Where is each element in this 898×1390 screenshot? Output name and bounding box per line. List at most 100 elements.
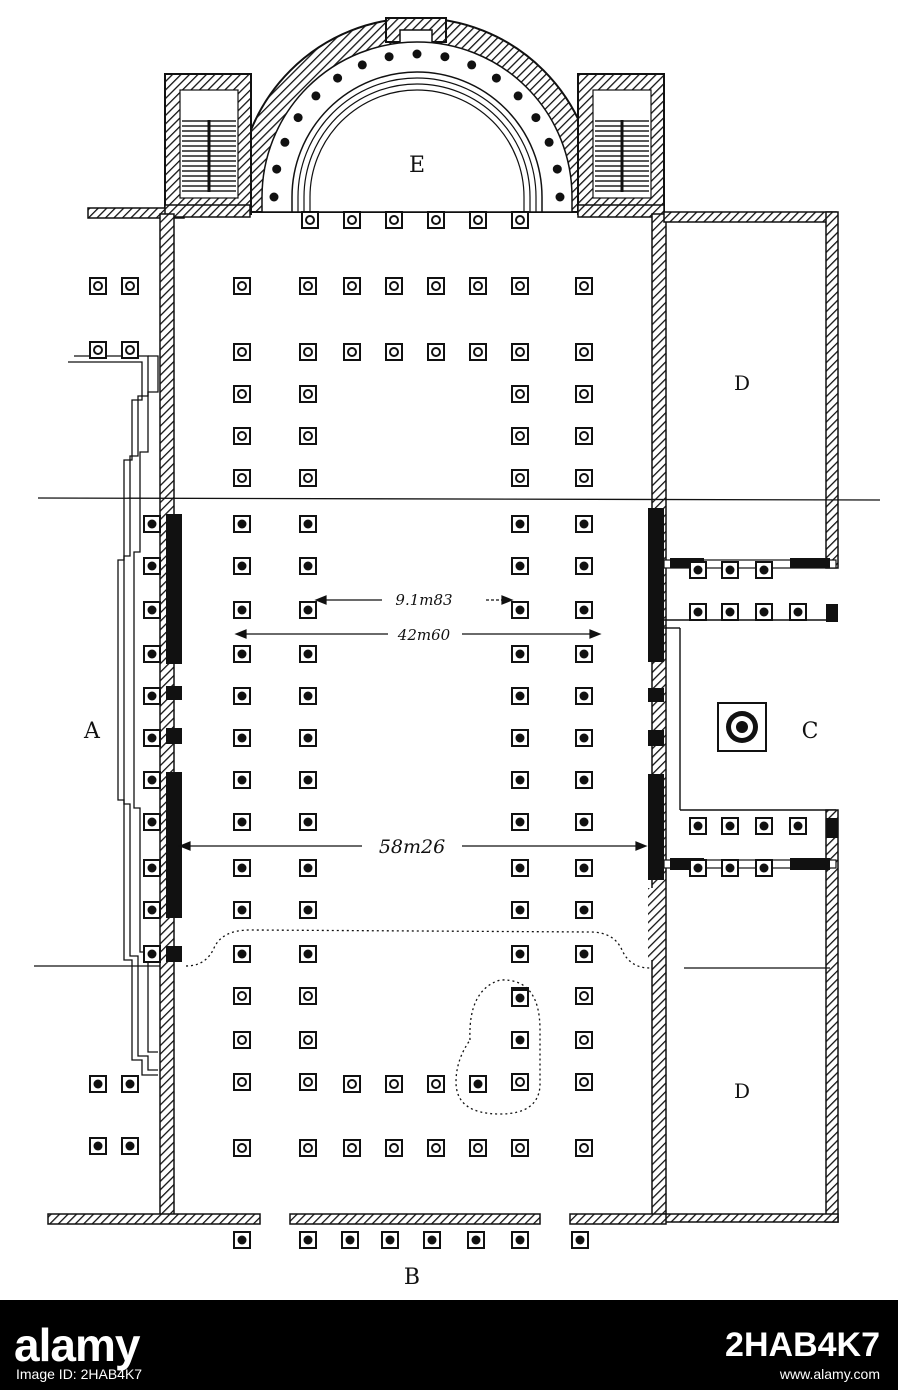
column [721,603,739,621]
column [789,817,807,835]
column [575,385,593,403]
column [469,277,487,295]
column [575,427,593,445]
apse-column [384,52,394,62]
column [511,557,529,575]
column [121,1075,139,1093]
apse-column [440,52,450,62]
column [427,211,445,229]
label-e: E [409,153,425,178]
column [575,729,593,747]
column [575,687,593,705]
watermark-brand: alamy [14,1319,140,1371]
column [689,817,707,835]
column [299,1031,317,1049]
column [89,1075,107,1093]
column [299,1073,317,1091]
column [511,989,529,1007]
stair-tower-left [164,73,252,215]
column [233,557,251,575]
column [755,817,773,835]
column [571,1231,589,1249]
column [299,645,317,663]
column [143,601,161,619]
column [385,343,403,361]
column [233,859,251,877]
column [143,645,161,663]
column [233,427,251,445]
column [511,211,529,229]
column [469,1075,487,1093]
column [233,277,251,295]
watermark-code: 2HAB4K7 [725,1326,880,1364]
column [427,1139,445,1157]
column [121,1137,139,1155]
floor-plan-drawing: E [34,17,881,1290]
column [385,277,403,295]
apse-column [552,164,562,174]
column [299,987,317,1005]
apse-column [412,49,422,59]
column [575,1073,593,1091]
column [233,945,251,963]
column [299,343,317,361]
column [511,813,529,831]
column [689,859,707,877]
column [233,729,251,747]
column [121,341,139,359]
column [143,859,161,877]
column [299,687,317,705]
column [301,211,319,229]
column [575,557,593,575]
column [143,687,161,705]
column [299,771,317,789]
column [511,729,529,747]
column [233,601,251,619]
column [233,687,251,705]
column [89,1137,107,1155]
apse-column [357,60,367,70]
column [469,211,487,229]
column [143,771,161,789]
dimension-inner: 9.1m83 [395,591,452,609]
column [299,427,317,445]
south-wall [47,1213,667,1225]
label-a: A [83,719,101,744]
column [381,1231,399,1249]
column [233,469,251,487]
apse-column [311,91,321,101]
column [575,601,593,619]
column [299,859,317,877]
column [511,645,529,663]
column [575,859,593,877]
label-b: B [404,1265,420,1290]
column [575,515,593,533]
north-wall [87,204,665,219]
column [721,859,739,877]
column [427,343,445,361]
column [233,1073,251,1091]
column [511,687,529,705]
column [233,1231,251,1249]
column [511,515,529,533]
column [233,987,251,1005]
column [121,277,139,295]
apse-column [269,192,279,202]
column [299,1139,317,1157]
apse-column [272,164,282,174]
column [511,427,529,445]
column [299,557,317,575]
column [385,211,403,229]
column [575,1139,593,1157]
column [343,277,361,295]
column [575,469,593,487]
column [233,1031,251,1049]
column [89,277,107,295]
column [689,561,707,579]
column [299,515,317,533]
courtyard-c: C [717,702,819,752]
column [469,1139,487,1157]
column [299,385,317,403]
apse-column [491,73,501,83]
label-c: C [802,719,819,744]
